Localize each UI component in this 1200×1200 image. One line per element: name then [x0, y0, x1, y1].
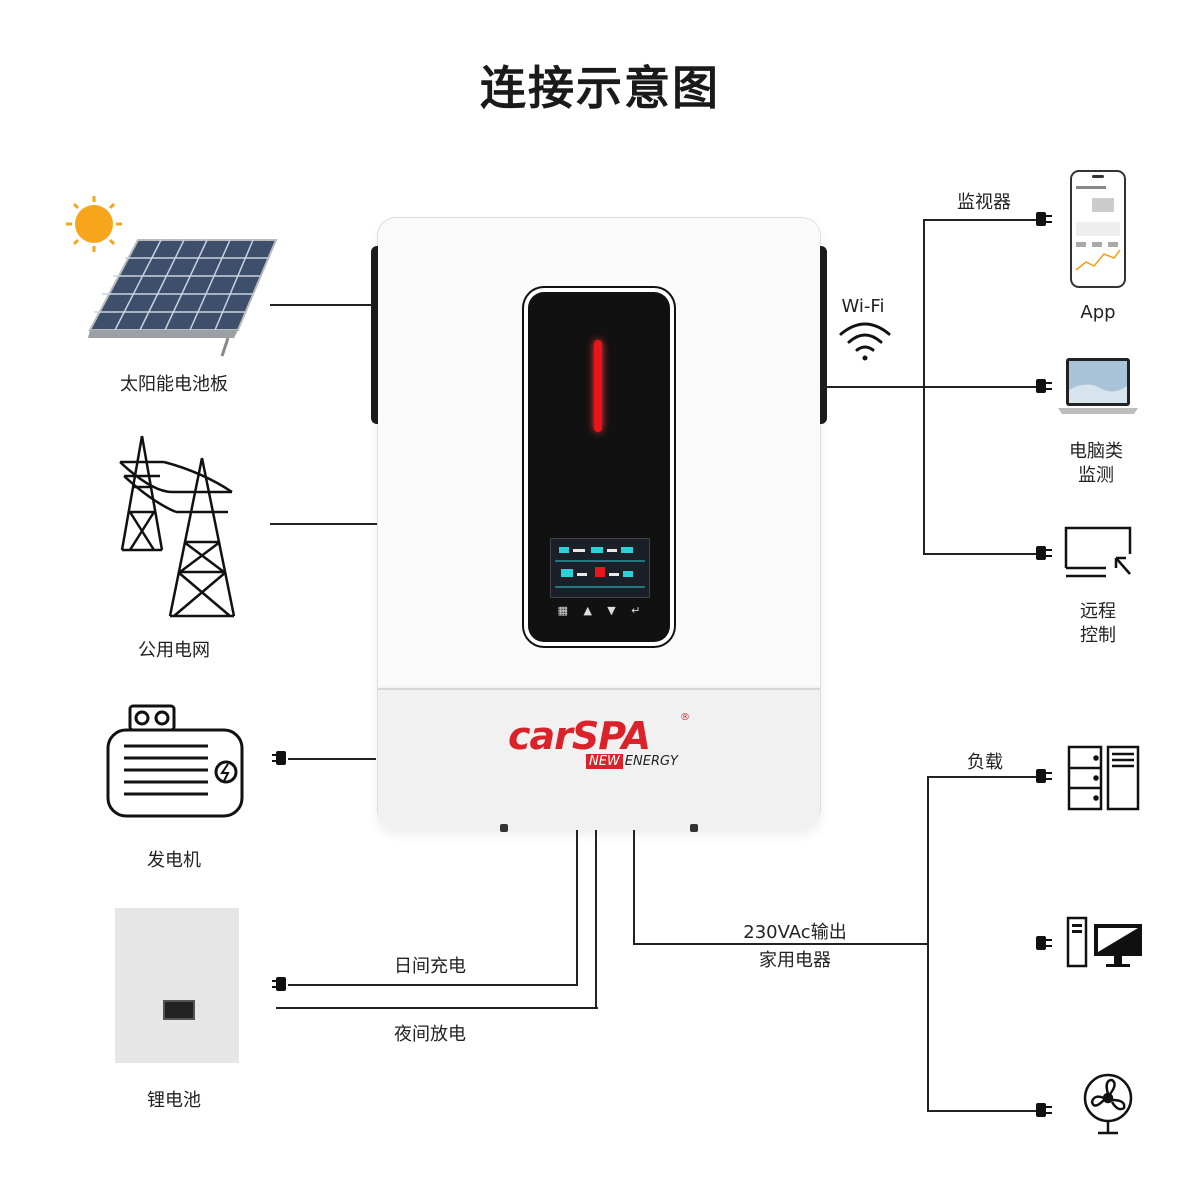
menu-key-icon[interactable]: ▦ [557, 604, 569, 617]
status-light [594, 340, 602, 432]
load-bus [927, 776, 929, 1112]
computer-icon [1066, 916, 1144, 970]
solar-line [270, 304, 378, 306]
remote-label-1: 远程 [1080, 601, 1116, 622]
discharge-label: 夜间放电 [394, 1024, 466, 1045]
output-label: 230VAc输出 [743, 922, 847, 943]
load-plug-1-icon [1036, 769, 1056, 783]
grid-label: 公用电网 [138, 640, 210, 661]
lithium-battery-icon [115, 908, 239, 1063]
monitor-label: 监视器 [957, 192, 1011, 213]
fridge-cabinet-icon [1066, 744, 1142, 812]
control-panel: ▦ ▲ ▼ ↵ [528, 292, 670, 642]
remote-screen-icon [1062, 524, 1134, 580]
up-key-icon[interactable]: ▲ [583, 604, 592, 617]
generator-line [288, 758, 376, 760]
discharge-line [276, 1007, 598, 1009]
terminal-right [690, 824, 698, 832]
brand-registered-mark: ® [680, 712, 690, 723]
remote-label-2: 控制 [1080, 625, 1116, 646]
wifi-icon [838, 320, 892, 362]
pc-plug-icon [1036, 379, 1056, 393]
enter-key-icon[interactable]: ↵ [631, 604, 641, 617]
panel-buttons: ▦ ▲ ▼ ↵ [550, 604, 648, 620]
battery-label: 锂电池 [147, 1090, 201, 1111]
discharge-riser [595, 830, 597, 1009]
output-riser [633, 830, 635, 944]
wifi-line [822, 386, 1038, 388]
fan-icon [1082, 1072, 1134, 1136]
charge-line [288, 984, 578, 986]
grid-line [270, 523, 378, 525]
solar-panel-icon [88, 238, 278, 358]
pc-label-2: 监测 [1078, 465, 1114, 486]
app-label: App [1080, 302, 1116, 323]
down-key-icon[interactable]: ▼ [607, 604, 616, 617]
generator-icon [104, 702, 246, 822]
pc-label-1: 电脑类 [1069, 441, 1123, 462]
battery-plug-icon [272, 977, 292, 991]
generator-label: 发电机 [147, 850, 201, 871]
remote-plug-icon [1036, 546, 1056, 560]
generator-plug-icon [272, 751, 292, 765]
remote-line [923, 553, 1038, 555]
load-plug-2-icon [1036, 936, 1056, 950]
power-tower-icon [112, 432, 240, 620]
solar-label: 太阳能电池板 [120, 374, 228, 395]
brand-new: NEW [586, 754, 623, 769]
charge-riser [576, 830, 578, 986]
app-plug-icon [1036, 212, 1056, 226]
output-line [633, 943, 929, 945]
phone-app-icon [1070, 170, 1126, 288]
load-line-3 [927, 1110, 1037, 1112]
terminal-left [500, 824, 508, 832]
app-line [923, 219, 1038, 221]
diagram-title: 连接示意图 [480, 61, 720, 115]
laptop-icon [1056, 356, 1140, 418]
sun-icon [66, 196, 122, 252]
battery-display [163, 1000, 195, 1020]
lcd-screen [550, 538, 650, 598]
monitor-bus [923, 219, 925, 555]
load-line-1 [927, 776, 1037, 778]
wifi-label: Wi-Fi [841, 296, 885, 317]
brand-energy: ENERGY [624, 754, 678, 769]
load-plug-3-icon [1036, 1103, 1056, 1117]
brand-logo: carSPA [508, 714, 651, 758]
charge-label: 日间充电 [394, 956, 466, 977]
load-label: 负载 [967, 752, 1003, 773]
appliances-label: 家用电器 [759, 950, 831, 971]
